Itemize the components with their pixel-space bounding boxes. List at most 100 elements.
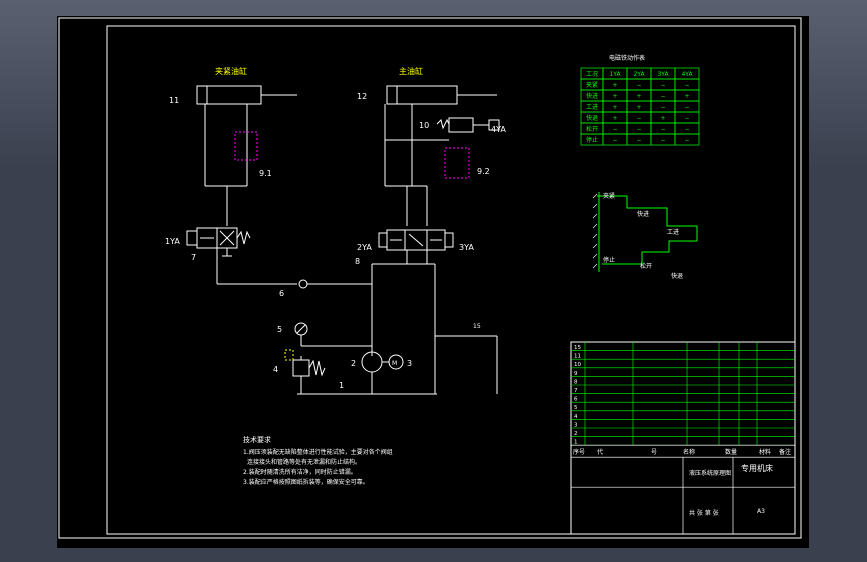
label-7: 7 — [191, 253, 196, 262]
cycle-fast-forward: 快进 — [637, 210, 649, 218]
table-value-cell: + — [684, 93, 689, 100]
table-value-cell: + — [612, 104, 617, 111]
notes-title: 技术要求 — [243, 435, 271, 444]
cycle-work-feed: 工进 — [667, 228, 679, 236]
table-value-cell: − — [684, 115, 689, 122]
table-value-cell: + — [660, 115, 665, 122]
outer-border — [58, 17, 802, 539]
parts-header-cell: 号 — [651, 449, 657, 456]
table-value-cell: − — [636, 115, 641, 122]
table-value-cell: + — [636, 93, 641, 100]
table-value-cell: − — [612, 137, 617, 144]
cycle-diagram — [597, 192, 698, 272]
parts-header-cell: 序号 — [573, 448, 585, 456]
label-3ya: 3YA — [459, 243, 474, 252]
table-value-cell: − — [636, 82, 641, 89]
parts-row-number: 1 — [574, 440, 578, 446]
parts-row-number: 3 — [574, 422, 578, 428]
table-value-cell: 快退 — [586, 114, 598, 122]
label-9-1: 9.1 — [259, 169, 272, 178]
table-value-cell: + — [612, 115, 617, 122]
cycle-clamp: 夹紧 — [603, 192, 615, 200]
table-value-cell: 工进 — [586, 103, 598, 111]
label-main-cylinder: 主油缸 — [399, 66, 423, 76]
sheet-count: 共 张 第 张 — [689, 509, 719, 517]
label-11: 11 — [169, 96, 179, 105]
table-value-cell: − — [684, 137, 689, 144]
table-value-cell: − — [636, 126, 641, 133]
label-2: 2 — [351, 359, 356, 368]
label-12: 12 — [357, 92, 367, 101]
table-value-cell: − — [660, 93, 665, 100]
table-value-cell: − — [684, 104, 689, 111]
parts-header-cell: 材料 — [759, 448, 771, 456]
label-4: 4 — [273, 365, 278, 374]
table-value-cell: − — [660, 82, 665, 89]
label-2ya: 2YA — [357, 243, 372, 252]
label-1: 1 — [339, 381, 344, 390]
label-8: 8 — [355, 257, 360, 266]
table-header-cell: 工况 — [586, 71, 598, 78]
table-value-cell: − — [660, 137, 665, 144]
parts-header-cell: 数量 — [725, 448, 737, 456]
note-3: 2.装配时随清洗所有洁净，同时防止错漏。 — [243, 468, 357, 476]
table-value-cell: 松开 — [586, 125, 598, 133]
note-2: 连接接头和管路等处有无泄漏和防止结构。 — [247, 458, 361, 466]
parts-header-cell: 代 — [597, 448, 603, 456]
label-3: 3 — [407, 359, 412, 368]
parts-row-number: 2 — [574, 431, 578, 437]
note-4: 3.装配应严格按照图纸拆装等，确保安全可靠。 — [243, 478, 369, 486]
table-cell — [674, 133, 700, 146]
parts-row-number: 15 — [574, 345, 581, 351]
table-value-cell: − — [660, 126, 665, 133]
table-header-cell: 1YA — [609, 71, 621, 78]
pressure-switch-9-1 — [234, 131, 258, 161]
parts-row-number: 10 — [574, 362, 581, 368]
table-value-cell: 停止 — [586, 136, 598, 144]
inner-border — [106, 25, 796, 535]
school-name: 专用机床 — [741, 463, 773, 473]
table-header-cell: 2YA — [633, 71, 645, 78]
label-10: 10 — [419, 121, 429, 130]
parts-row-number: 4 — [574, 414, 578, 420]
table-value-cell: − — [612, 126, 617, 133]
sheet-size: A3 — [757, 508, 765, 515]
table-value-cell: − — [636, 137, 641, 144]
table-value-cell: 快进 — [586, 92, 598, 100]
table-value-cell: + — [612, 93, 617, 100]
pressure-switch-9-2 — [444, 147, 470, 179]
label-6: 6 — [279, 289, 284, 298]
cycle-release: 松开 — [640, 262, 652, 270]
motor-symbol: M — [392, 360, 397, 367]
label-9-2: 9.2 — [477, 167, 490, 176]
parts-header-cell: 名称 — [683, 448, 695, 456]
title-block: 15 11 10 9 8 7 6 5 4 3 2 1 序号 代 号 名称 数量 材料备注液压系统原理图 专用机床 A3… — [570, 341, 796, 535]
parts-header-cell: 备注 — [779, 448, 791, 456]
label-4ya: 4YA — [491, 125, 506, 134]
hydraulic-schematic: 夹紧油缸 主油缸 11 12 10 4YA 9.1 9.2 1YA 7 2YA … — [58, 17, 802, 539]
table-value-cell: − — [684, 82, 689, 89]
parts-row-number: 6 — [574, 397, 578, 403]
label-5: 5 — [277, 325, 282, 334]
table-value-cell: + — [636, 104, 641, 111]
parts-row-number: 5 — [574, 405, 578, 411]
label-clamp-cylinder: 夹紧油缸 — [215, 66, 247, 76]
table-value-cell: 夹紧 — [586, 81, 598, 89]
parts-row-number: 9 — [574, 371, 578, 377]
label-1ya: 1YA — [165, 237, 180, 246]
solenoid-table-title: 电磁铁动作表 — [609, 54, 645, 62]
cycle-fast-return: 快退 — [671, 272, 683, 280]
parts-row-number: 7 — [574, 388, 578, 394]
drawing-title: 液压系统原理图 — [689, 469, 731, 477]
table-value-cell: + — [612, 82, 617, 89]
table-value-cell: − — [684, 126, 689, 133]
label-15: 15 — [473, 323, 481, 330]
parts-row-number: 8 — [574, 379, 578, 385]
table-header-cell: 3YA — [657, 71, 669, 78]
drawing-canvas: 夹紧油缸 主油缸 11 12 10 4YA 9.1 9.2 1YA 7 2YA … — [57, 16, 809, 548]
table-value-cell: − — [660, 104, 665, 111]
parts-row-number: 11 — [574, 354, 581, 360]
cycle-stop: 停止 — [603, 256, 615, 264]
